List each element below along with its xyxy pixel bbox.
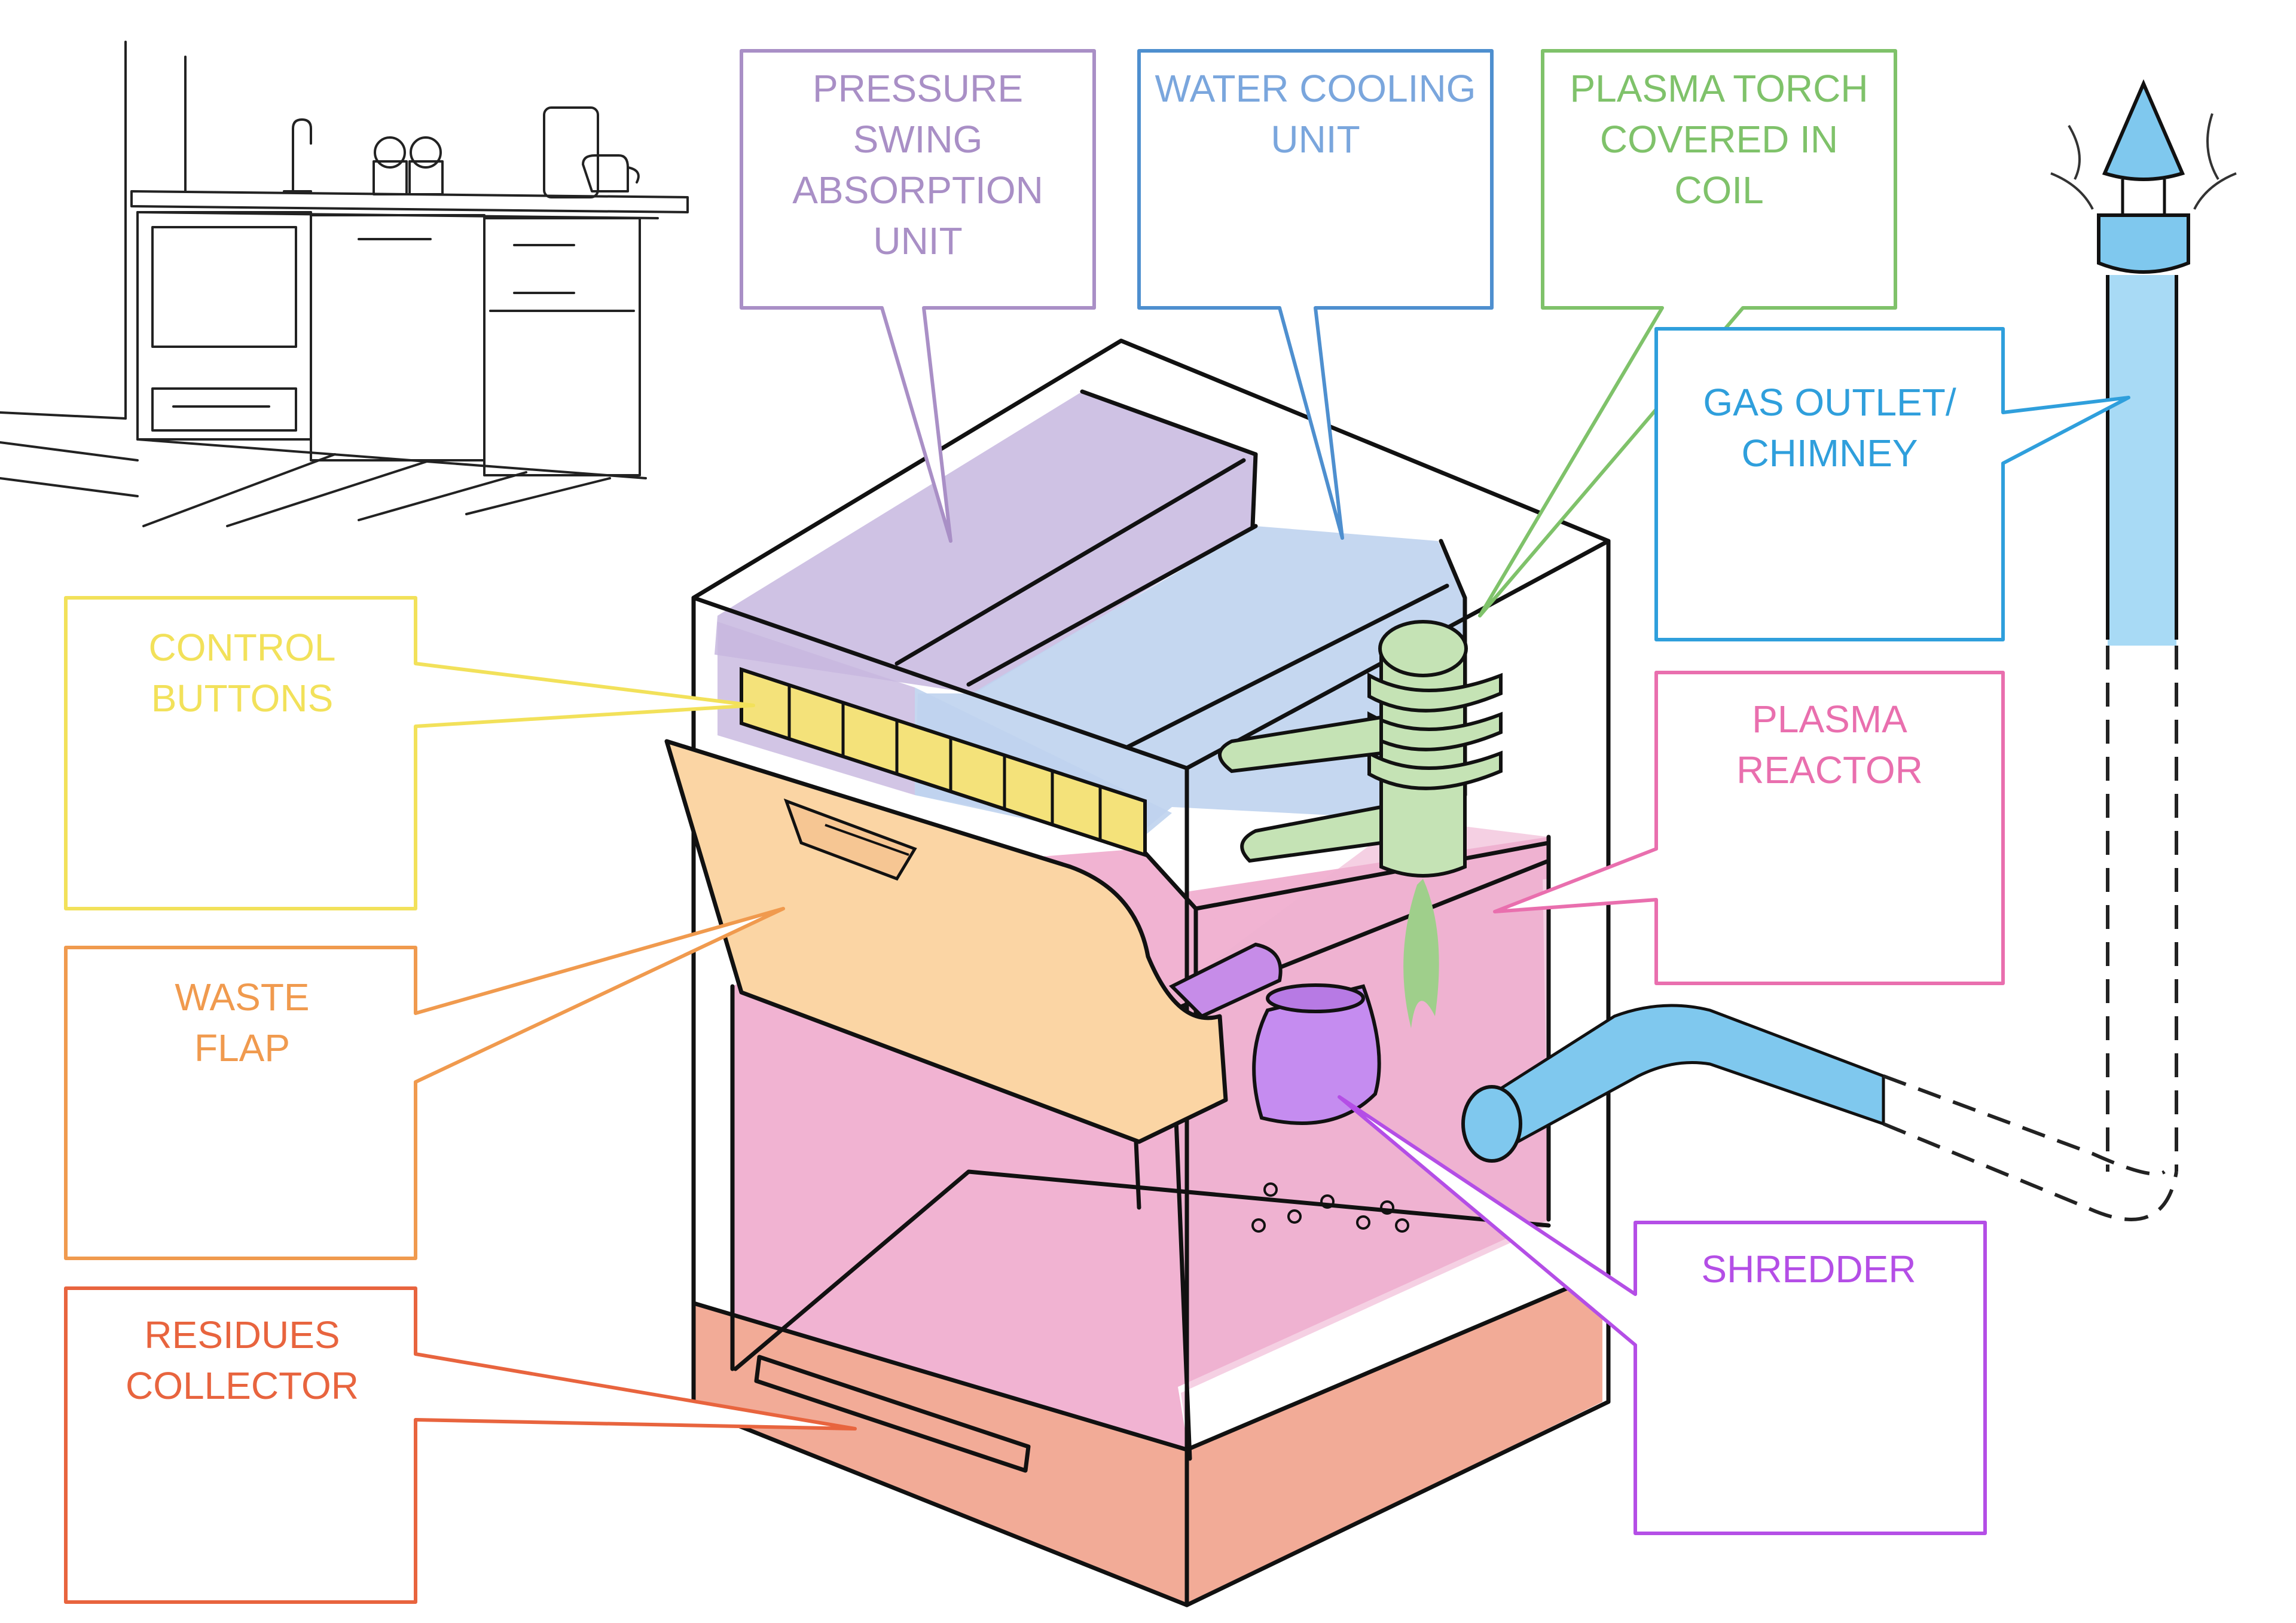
shredder-unit xyxy=(1168,942,1409,1233)
callout-residues-collector xyxy=(64,1286,857,1604)
label-pressure-swing-4: UNIT xyxy=(873,219,962,262)
callout-control-buttons xyxy=(64,596,755,910)
label-pressure-swing-3: ABSORPTION xyxy=(792,169,1043,212)
label-control-buttons-2: BUTTONS xyxy=(151,677,334,720)
label-gas-outlet-1: GAS OUTLET/ xyxy=(1703,381,1956,424)
callout-shredder xyxy=(1338,1095,1987,1535)
label-pressure-swing-1: PRESSURE xyxy=(813,67,1023,110)
gas-pipe xyxy=(1461,1004,2178,1221)
label-plasma-torch-2: COVERED IN xyxy=(1600,118,1838,161)
kitchen-sketch xyxy=(0,41,689,527)
label-plasma-reactor-1: PLASMA xyxy=(1752,698,1907,741)
label-pressure-swing-2: SWING xyxy=(853,118,983,161)
chimney xyxy=(2050,79,2237,1172)
callout-waste-flap xyxy=(64,907,785,1260)
callout-pressure-swing xyxy=(740,49,1096,543)
label-plasma-torch-1: PLASMA TORCH xyxy=(1570,67,1868,110)
label-control-buttons-1: CONTROL xyxy=(149,626,336,669)
waste-flap xyxy=(664,739,1228,1144)
callout-gas-outlet xyxy=(1654,327,2130,641)
label-gas-outlet-2: CHIMNEY xyxy=(1741,432,1918,475)
label-residues-collector-2: COLLECTOR xyxy=(126,1364,359,1407)
label-residues-collector-1: RESIDUES xyxy=(144,1313,340,1356)
callout-plasma-reactor xyxy=(1493,671,2005,985)
machine-illustration xyxy=(664,79,2237,1607)
label-waste-flap-2: FLAP xyxy=(194,1026,290,1069)
label-plasma-reactor-2: REACTOR xyxy=(1736,748,1923,791)
label-shredder: SHREDDER xyxy=(1701,1248,1916,1291)
callout-water-cooling xyxy=(1137,49,1494,540)
label-water-cooling-1: WATER COOLING xyxy=(1155,67,1476,110)
label-water-cooling-2: UNIT xyxy=(1271,118,1360,161)
label-plasma-torch-3: COIL xyxy=(1674,169,1763,212)
plasma-torch-coil xyxy=(1218,620,1503,1028)
pressure-swing-unit-block xyxy=(715,392,1256,693)
label-waste-flap-1: WASTE xyxy=(175,976,309,1019)
